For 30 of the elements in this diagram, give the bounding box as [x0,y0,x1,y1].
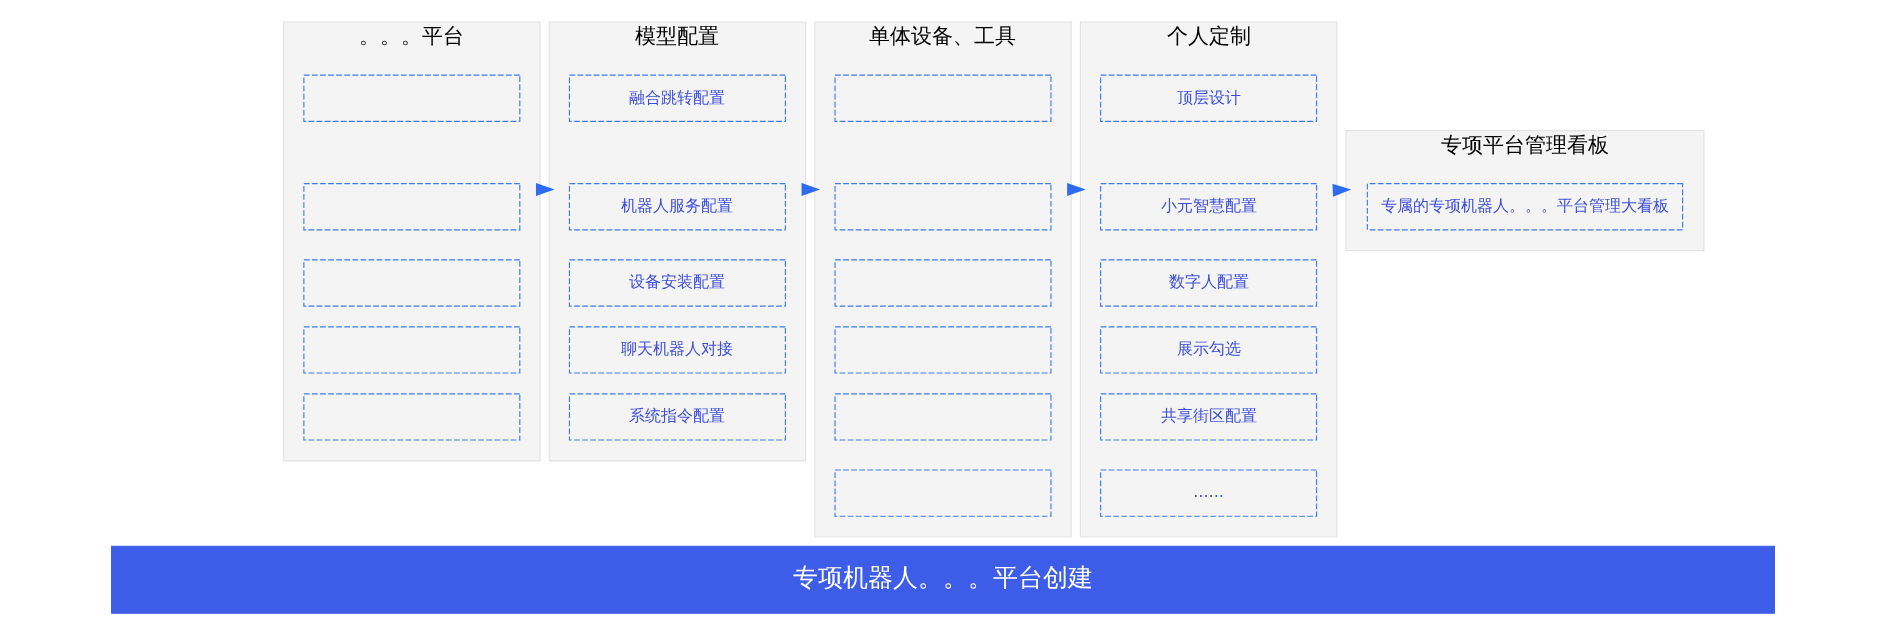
node-box: 数字人配置 [1099,259,1317,307]
node-box [833,326,1052,374]
node-box: 专属的专项机器人。。。平台管理大看板 [1366,183,1683,231]
node-box: ...... [1099,469,1317,517]
node-box: 展示勾选 [1099,326,1317,374]
node-box [302,183,520,231]
node-box: 设备安装配置 [568,259,786,307]
node-box [302,326,520,374]
arrow [1331,183,1351,197]
node-box: 共享街区配置 [1099,393,1317,441]
node-box [833,74,1052,122]
node-box: 机器人服务配置 [568,183,786,231]
arrow [535,183,554,196]
cluster: 。。。平台 [282,21,541,462]
node-box [833,393,1052,441]
node-box [302,259,520,307]
node-box: 聊天机器人对接 [568,326,786,374]
cluster: 单体设备、工具 [813,21,1072,538]
arrow [801,183,820,196]
node-box [833,259,1052,307]
node-box: 顶层设计 [1099,74,1317,122]
node-box: 小元智慧配置 [1099,183,1317,231]
node-box: 系统指令配置 [568,393,786,441]
node-box [302,74,520,122]
node-box: 专项机器人。。。平台创建 [110,545,1775,614]
node-box [302,393,520,441]
node-box: 融合跳转配置 [568,74,786,122]
node-box [833,183,1052,231]
node-box [833,469,1052,517]
arrow [1066,183,1086,196]
